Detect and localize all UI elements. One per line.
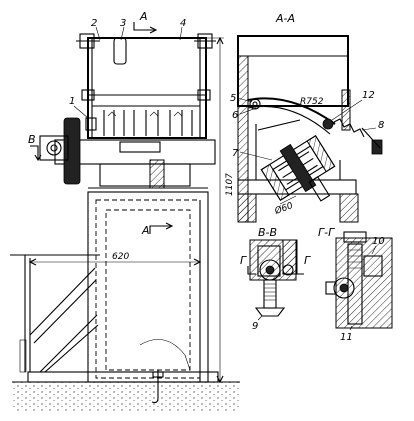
section-title-g-g: Г-Г [318,226,335,239]
height-dimension [206,36,224,384]
cut-label-a-top: А [139,10,148,23]
anchor-bolt [151,370,159,404]
section-title-b-b: В-В [258,226,277,239]
dimension-diameter: Ø60 [272,200,294,217]
part-label-5: 5 [230,93,236,104]
part-label-11: 11 [340,332,353,343]
part-label-6: 6 [232,110,238,121]
section-b-b [247,239,304,321]
shaft-3 [113,37,127,65]
part-label-9: 9 [252,321,258,332]
cut-label-a-bottom: А [141,224,150,237]
dimension-width: 620 [112,252,129,262]
part-label-10: 10 [372,236,385,247]
front-view [10,22,240,412]
dimension-height: 1107 [225,173,235,196]
part-label-1: 1 [69,96,75,107]
base-frame [10,254,100,373]
cut-label-b: В [28,133,36,146]
hopper-body [76,33,216,139]
cut-label-g-left: Г [240,254,247,267]
part-label-12: 12 [362,90,375,101]
ground [12,382,240,412]
width-dimension [28,258,202,266]
dimension-radius: R752 [300,97,324,107]
section-g-g [325,231,393,331]
drive-mechanism [39,117,216,189]
lower-body [87,191,209,404]
part-label-4: 4 [180,18,186,29]
part-label-7: 7 [232,148,239,159]
section-title-a-a: А-А [275,12,295,25]
part-label-3: 3 [120,18,126,29]
section-a-a [237,35,383,223]
cut-label-g-right: Г [304,254,311,267]
part-label-8: 8 [378,120,384,131]
part-label-2: 2 [91,18,97,29]
